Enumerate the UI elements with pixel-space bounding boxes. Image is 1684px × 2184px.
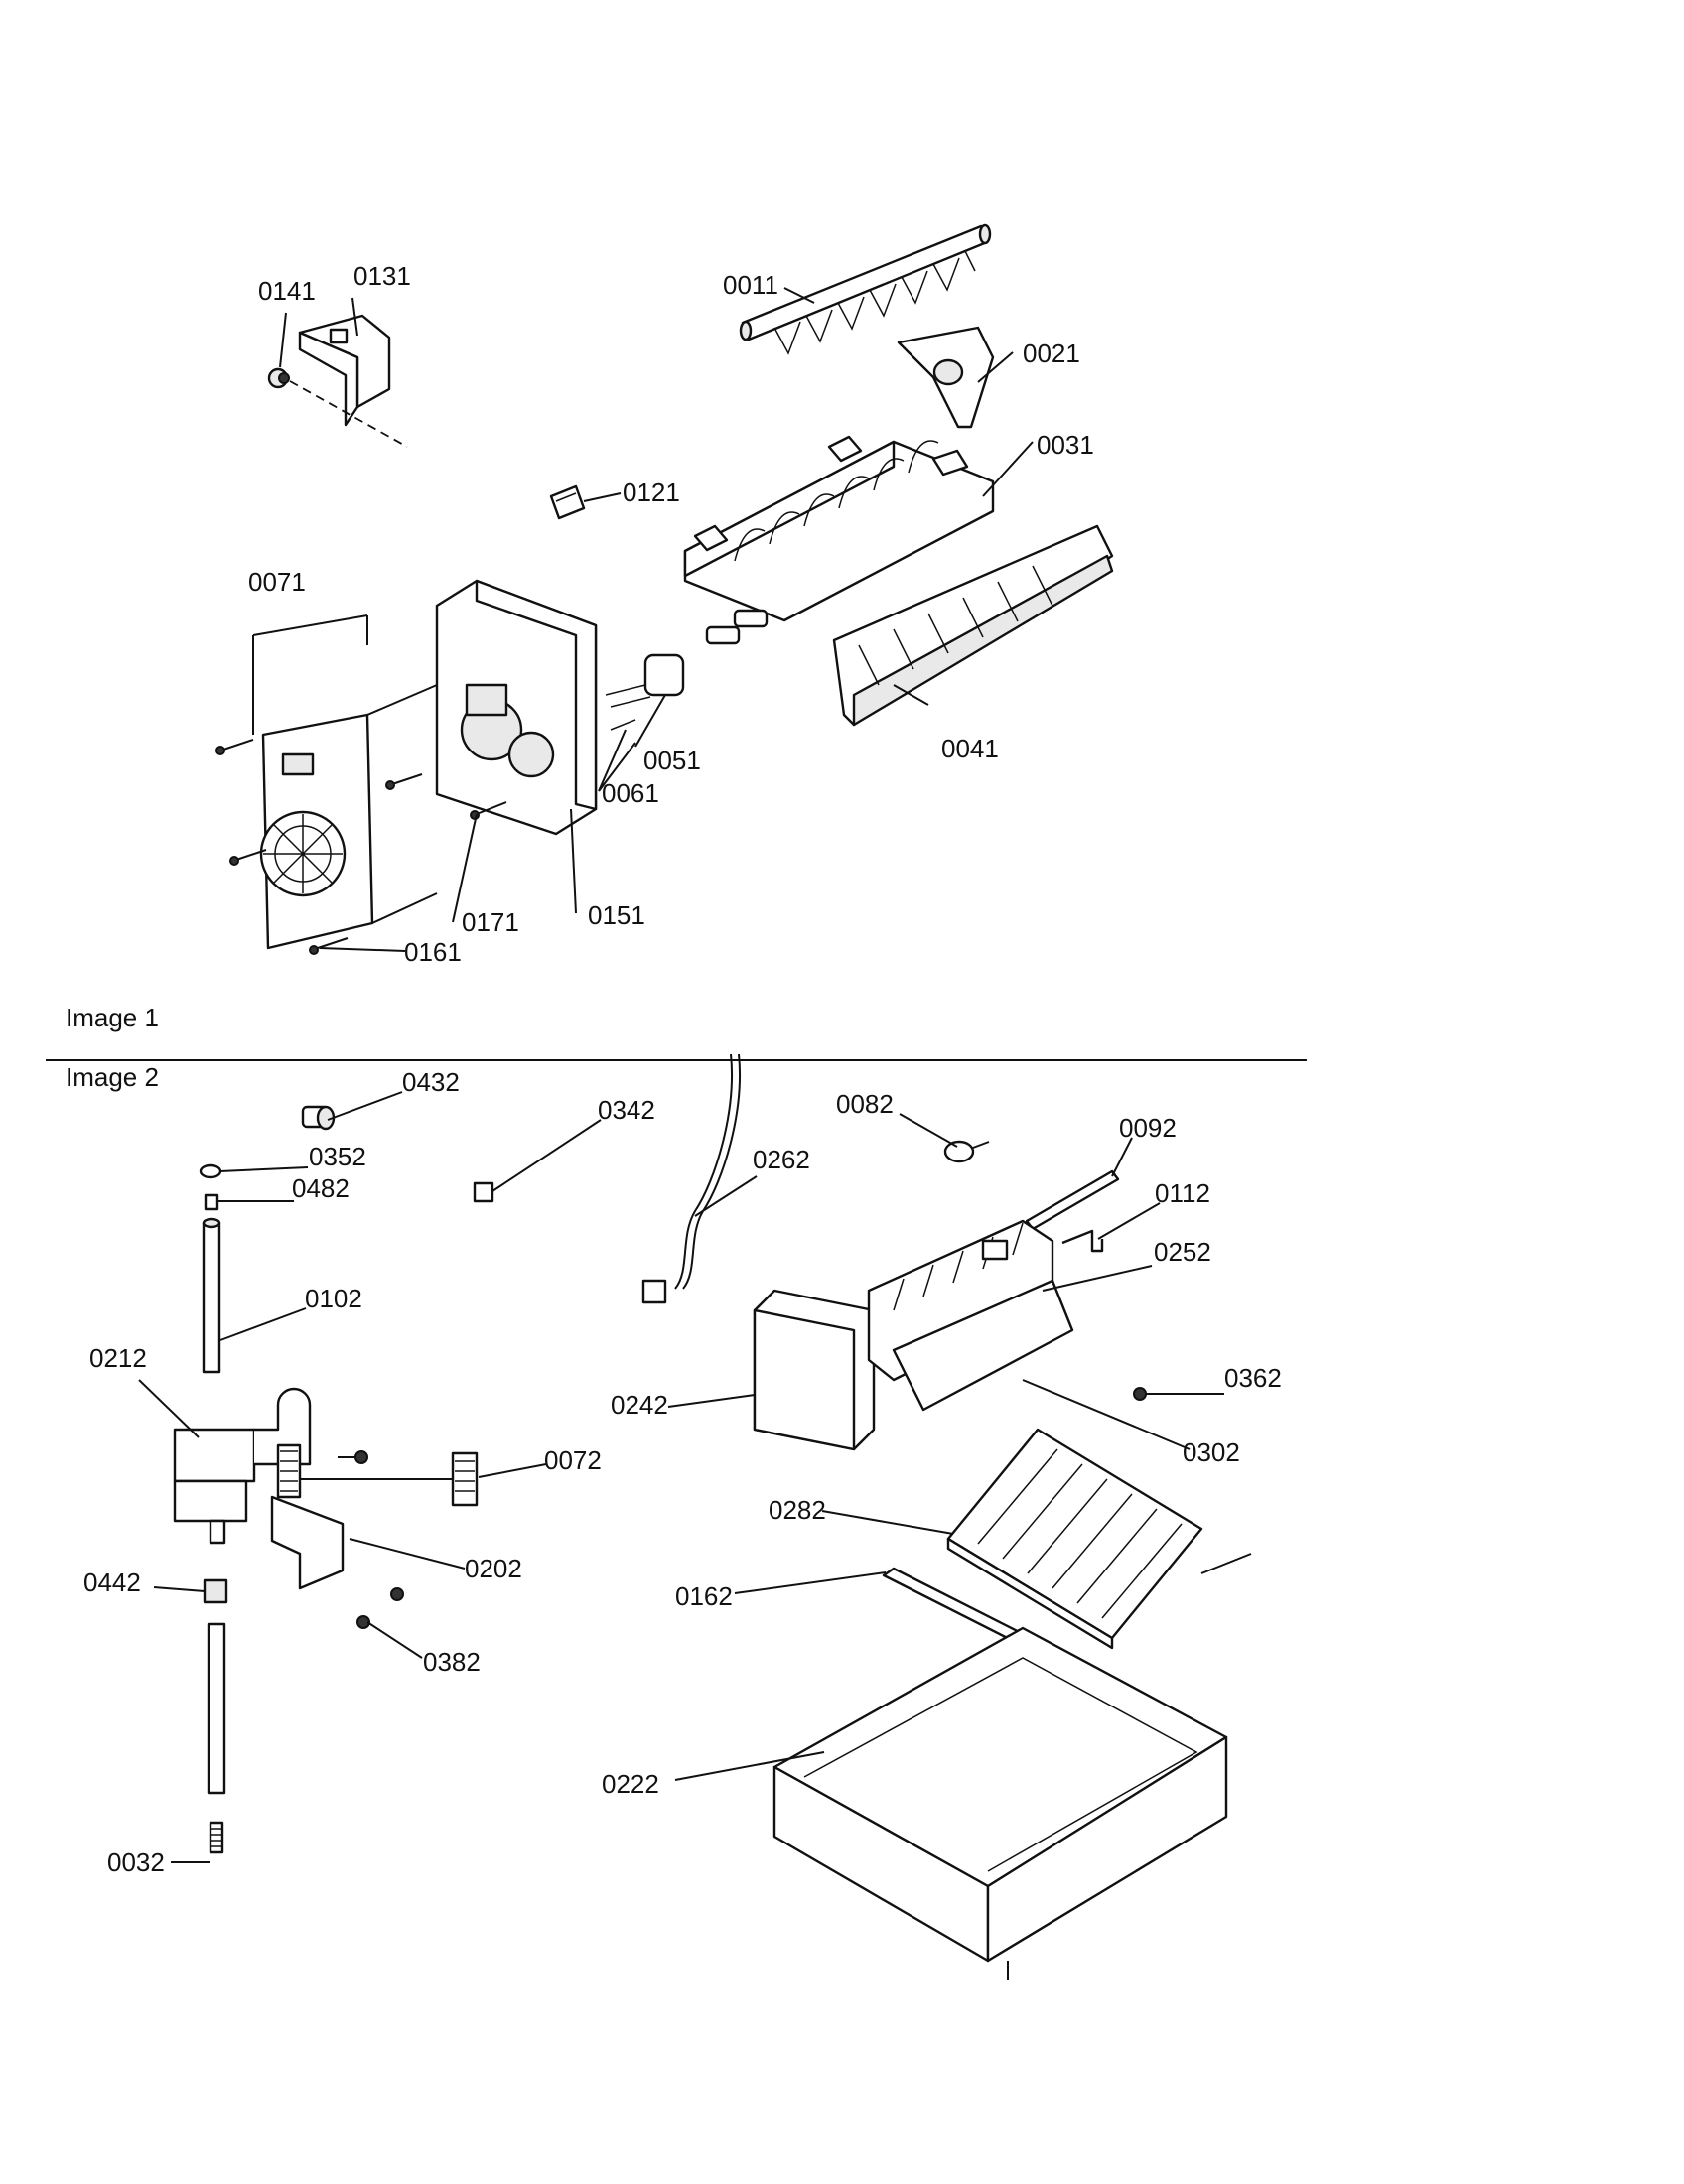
label-0131: 0131 xyxy=(353,261,411,291)
part-0352-washer xyxy=(199,1163,222,1179)
label-0061: 0061 xyxy=(602,778,659,808)
label-0362: 0362 xyxy=(1224,1363,1282,1393)
part-0072-fitting xyxy=(451,1451,479,1507)
label-0252: 0252 xyxy=(1154,1237,1211,1267)
part-0021-bearing xyxy=(897,326,995,429)
label-0222: 0222 xyxy=(602,1769,659,1799)
part-0432 xyxy=(301,1105,336,1131)
part-0212-water-valve xyxy=(173,1387,457,1545)
label-0041: 0041 xyxy=(941,734,999,763)
label-0021: 0021 xyxy=(1023,339,1080,368)
caption-image-2: Image 2 xyxy=(66,1062,159,1092)
part-0031-mold xyxy=(683,435,995,622)
label-0051: 0051 xyxy=(643,746,701,775)
label-0092: 0092 xyxy=(1119,1113,1177,1143)
part-0482 xyxy=(204,1193,219,1211)
label-0071: 0071 xyxy=(248,567,306,597)
label-0342: 0342 xyxy=(598,1095,655,1125)
label-0482: 0482 xyxy=(292,1173,350,1203)
label-0162: 0162 xyxy=(675,1581,733,1611)
label-0031: 0031 xyxy=(1037,430,1094,460)
label-0212: 0212 xyxy=(89,1343,147,1373)
label-0102: 0102 xyxy=(305,1284,362,1313)
part-0092-rod xyxy=(1025,1169,1120,1231)
part-0131-bracket xyxy=(289,314,408,448)
part-0252-mold-assembly xyxy=(867,1219,1074,1412)
part-0442-nut xyxy=(203,1578,228,1604)
part-0112 xyxy=(1061,1229,1104,1253)
image2-leader-lines xyxy=(138,1091,1224,1863)
label-0011: 0011 xyxy=(723,270,778,300)
part-0041-stripper xyxy=(832,524,1114,727)
part-0202-bracket xyxy=(270,1495,404,1629)
label-0202: 0202 xyxy=(465,1554,522,1583)
label-0432: 0432 xyxy=(402,1067,460,1097)
label-0442: 0442 xyxy=(83,1568,141,1597)
label-0161: 0161 xyxy=(404,937,462,967)
part-lower-tube xyxy=(207,1622,226,1795)
label-0171: 0171 xyxy=(462,907,519,937)
part-0061-pin xyxy=(610,719,636,731)
part-0121-clip xyxy=(549,484,586,520)
part-0362-screw xyxy=(1133,1387,1147,1401)
label-0282: 0282 xyxy=(769,1495,826,1525)
part-0071-module xyxy=(252,614,438,950)
caption-image-1: Image 1 xyxy=(66,1003,159,1032)
label-0151: 0151 xyxy=(588,900,645,930)
label-0121: 0121 xyxy=(623,478,680,507)
part-0151-housing xyxy=(435,579,598,836)
label-0112: 0112 xyxy=(1155,1178,1210,1208)
label-0032: 0032 xyxy=(107,1847,165,1877)
part-0082 xyxy=(943,1140,990,1163)
image1-leader-lines xyxy=(279,287,1034,952)
part-0262-wire-harness xyxy=(641,1053,741,1304)
label-0302: 0302 xyxy=(1183,1437,1240,1467)
label-0262: 0262 xyxy=(753,1145,810,1174)
part-0342-clip xyxy=(473,1181,494,1203)
label-0082: 0082 xyxy=(836,1089,894,1119)
part-0011-ejector-shaft xyxy=(739,223,992,355)
part-0141-nut xyxy=(267,367,290,389)
part-0102-tube xyxy=(202,1217,221,1374)
label-0072: 0072 xyxy=(544,1445,602,1475)
part-0051-thermostat xyxy=(605,609,769,708)
label-0141: 0141 xyxy=(258,276,316,306)
label-0242: 0242 xyxy=(611,1390,668,1420)
part-0222-ice-bin xyxy=(772,1626,1228,1980)
part-0282-ice-rack xyxy=(946,1428,1252,1650)
label-0382: 0382 xyxy=(423,1647,481,1677)
part-0242-control-box xyxy=(753,1289,876,1451)
label-0352: 0352 xyxy=(309,1142,366,1171)
part-0032-fitting xyxy=(209,1821,224,1854)
